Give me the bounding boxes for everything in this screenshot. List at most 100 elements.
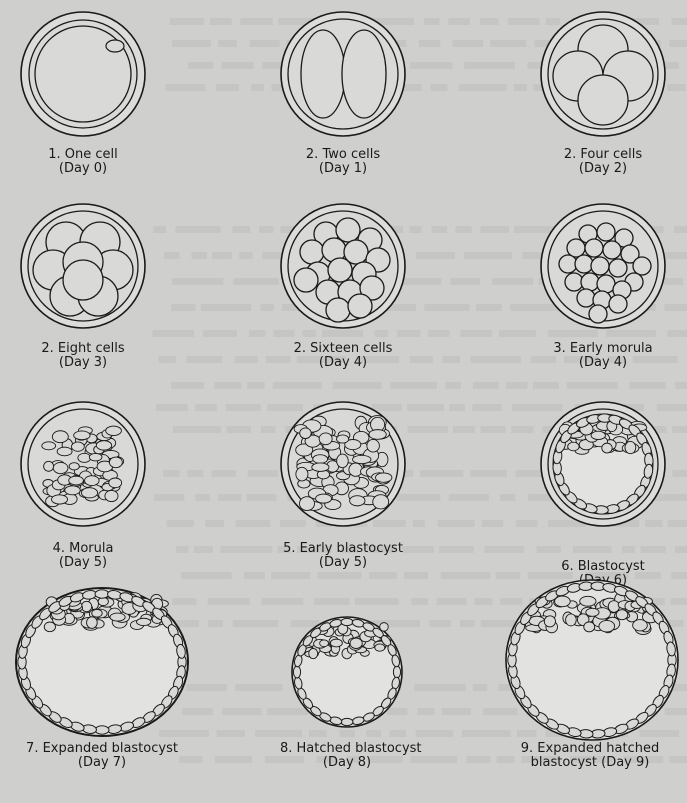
- em-blastomere: [567, 239, 585, 257]
- eb-inner-cell: [373, 495, 389, 509]
- em-blastomere: [597, 223, 615, 241]
- mor-inner-cell: [44, 461, 54, 471]
- exb-inner-cell: [98, 597, 108, 605]
- s16-blastomere: [348, 294, 372, 318]
- stage-day: (Day 8): [280, 756, 414, 770]
- s1-polar-body: [106, 40, 124, 52]
- mor-inner-cell: [65, 486, 80, 495]
- eb-inner-cell: [319, 433, 332, 445]
- eb-inner-cell: [296, 467, 308, 481]
- eb-inner-cell: [299, 497, 314, 511]
- hatched-blastocyst-icon: [280, 610, 414, 730]
- stage-10: 7. Expanded blastocyst(Day 7): [12, 582, 192, 772]
- hb-inner-cell: [350, 638, 362, 649]
- hb-trophectoderm-cell: [393, 666, 400, 678]
- stage-8: 5. Early blastocyst(Day 5): [278, 398, 408, 572]
- mor-inner-cell: [109, 457, 122, 468]
- exb-inner-cell: [92, 609, 102, 617]
- hb-trophectoderm-cell: [293, 666, 300, 678]
- em-blastomere: [609, 295, 627, 313]
- s16-blastomere: [328, 258, 352, 282]
- hb-inner-cell: [380, 623, 389, 632]
- stage-label: 8. Hatched blastocyst: [280, 742, 414, 756]
- stage-day: (Day 3): [18, 356, 148, 370]
- stage-11: 8. Hatched blastocyst(Day 8): [280, 610, 414, 772]
- s4-blastomere: [578, 75, 628, 125]
- stage-caption: 5. Early blastocyst(Day 5): [278, 542, 408, 570]
- mor-inner-cell: [74, 431, 90, 440]
- stage-label: 1. One cell: [18, 148, 148, 162]
- eb-inner-cell: [336, 435, 348, 443]
- mor-inner-cell: [42, 442, 56, 450]
- early-blastocyst-icon: [278, 398, 408, 538]
- mor-inner-cell: [52, 431, 68, 443]
- ehb-inner-cell: [616, 610, 628, 620]
- stage-day: (Day 5): [278, 556, 408, 570]
- s2-blastomere-left: [301, 30, 345, 118]
- ehb-inner-cell: [599, 620, 615, 631]
- eb-inner-cell: [369, 430, 386, 440]
- eb-inner-cell: [337, 454, 349, 468]
- stage-12: 9. Expanded hatchedblastocyst (Day 9): [500, 574, 680, 772]
- stage-day: blastocyst (Day 9): [500, 756, 680, 770]
- morula-icon: [18, 398, 148, 538]
- eb-inner-cell: [376, 473, 392, 482]
- mor-inner-cell: [78, 453, 91, 462]
- s16-blastomere: [300, 240, 324, 264]
- eb-inner-cell: [313, 455, 328, 464]
- mor-inner-cell: [105, 490, 118, 501]
- mor-inner-cell: [81, 488, 97, 498]
- early-morula-icon: [538, 200, 668, 340]
- exb-inner-cell: [81, 601, 91, 611]
- stage-caption: 2. Sixteen cells(Day 4): [278, 342, 408, 370]
- stage-label: 6. Blastocyst: [538, 560, 668, 574]
- mor-inner-cell: [85, 476, 99, 486]
- eb-inner-cell: [353, 455, 371, 463]
- stage-label: 2. Four cells: [538, 148, 668, 162]
- stage-caption: 9. Expanded hatchedblastocyst (Day 9): [500, 742, 680, 770]
- eight-cell-embryo-icon: [18, 200, 148, 340]
- bl-inner-cell: [602, 443, 612, 453]
- em-blastomere: [565, 273, 583, 291]
- stage-day: (Day 1): [278, 162, 408, 176]
- eb-inner-cell: [316, 494, 332, 503]
- stage-day: (Day 4): [278, 356, 408, 370]
- stage-day: (Day 4): [538, 356, 668, 370]
- mor-inner-cell: [53, 462, 68, 473]
- exb-trophectoderm-cell: [95, 590, 109, 598]
- exb-trophectoderm-cell: [95, 726, 109, 734]
- em-blastomere: [589, 305, 607, 323]
- ehb-inner-cell: [608, 601, 619, 613]
- em-blastomere: [603, 241, 621, 259]
- bl-inner-cell: [625, 441, 636, 453]
- stage-2: 2. Two cells(Day 1): [278, 8, 408, 178]
- mor-inner-cell: [69, 476, 84, 485]
- exb-inner-cell: [87, 617, 98, 629]
- stage-caption: 2. Two cells(Day 1): [278, 148, 408, 176]
- em-blastomere: [585, 239, 603, 257]
- stage-label: 3. Early morula: [538, 342, 668, 356]
- mor-inner-cell: [89, 453, 102, 461]
- ehb-inner-cell: [566, 614, 577, 626]
- eb-inner-cell: [300, 428, 311, 439]
- hb-inner-cell: [375, 644, 385, 651]
- stage-7: 4. Morula(Day 5): [18, 398, 148, 572]
- stage-caption: 2. Four cells(Day 2): [538, 148, 668, 176]
- em-blastomere: [559, 255, 577, 273]
- mor-inner-cell: [71, 442, 84, 451]
- stage-caption: 3. Early morula(Day 4): [538, 342, 668, 370]
- stage-day: (Day 0): [18, 162, 148, 176]
- stage-4: 2. Eight cells(Day 3): [18, 200, 148, 372]
- eb-inner-cell: [312, 463, 329, 471]
- stage-caption: 4. Morula(Day 5): [18, 542, 148, 570]
- exb-inner-cell: [137, 618, 151, 625]
- four-cell-embryo-icon: [538, 8, 668, 148]
- sixteen-cell-embryo-icon: [278, 200, 408, 340]
- hb-trophectoderm-cell: [341, 618, 353, 625]
- s16-blastomere: [326, 298, 350, 322]
- stage-5: 2. Sixteen cells(Day 4): [278, 200, 408, 372]
- expanded-blastocyst-icon: [12, 582, 192, 740]
- stage-label: 4. Morula: [18, 542, 148, 556]
- hb-inner-cell: [320, 640, 329, 647]
